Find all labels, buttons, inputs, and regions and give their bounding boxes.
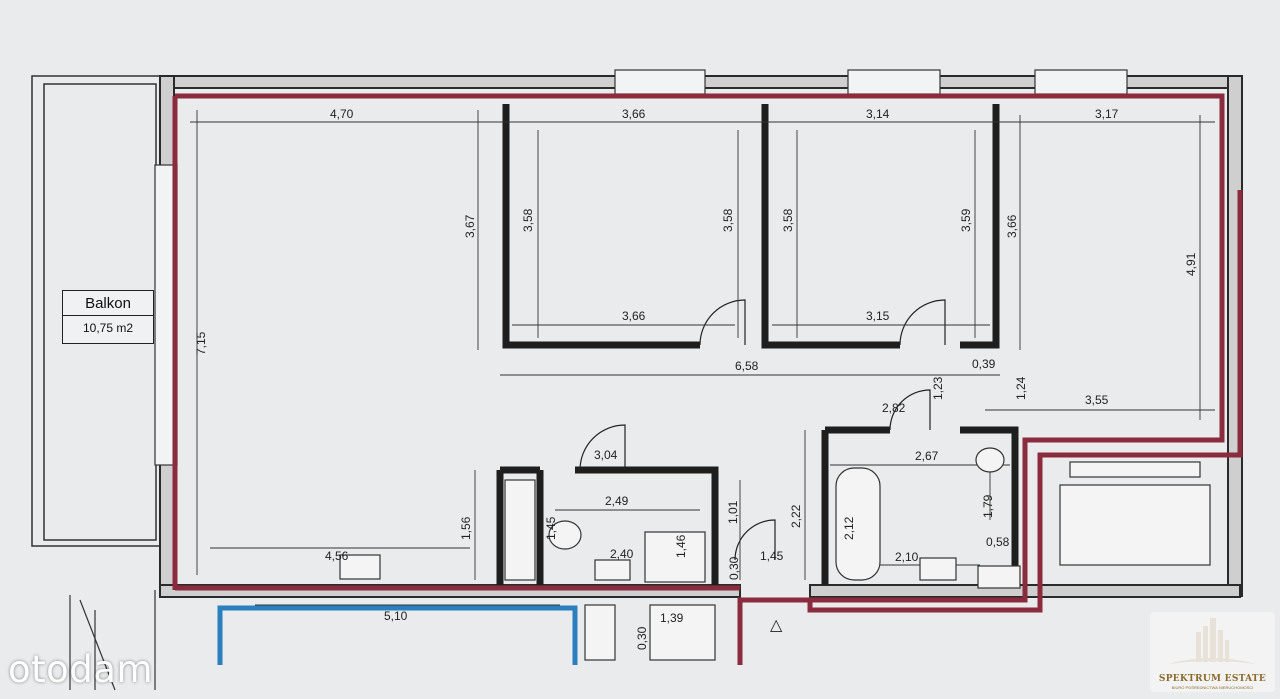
interior-walls [496,104,1019,585]
dim-left-outer: 7,15 [194,331,208,355]
dim-bath-top: 2,67 [915,449,939,463]
dim-right-room-bottom: 3,55 [1085,393,1109,407]
agency-name: SPEKTRUM ESTATE [1158,674,1267,684]
fixtures [339,447,1211,661]
entrance-marker: △ [770,617,783,634]
dim-entry-v: 1,01 [726,500,740,524]
dimension-lines [190,110,1215,606]
dim-bath-w: 2,49 [605,494,629,508]
dim-entry-w: 1,45 [760,549,784,563]
apartment-outline [172,93,1243,665]
basin [594,559,631,581]
dim-basin-w: 2,40 [610,547,634,561]
dim-room2-left: 3,58 [781,208,795,232]
dim-bath-bottom: 2,10 [895,550,919,564]
neighbour-outline [217,605,578,665]
watermark-otodam: otodam [8,648,153,691]
dim-top-c: 3,14 [866,107,890,121]
neighbour-fixture [649,604,716,661]
shaft-block [977,565,1021,589]
dim-room1-left: 3,58 [521,208,535,232]
dim-corridor-h: 3,66 [1005,214,1019,238]
dim-hall-w: 2,82 [882,401,906,415]
bath-basin [919,557,957,581]
wc-shaft [504,479,536,581]
washing-machine [975,447,1005,473]
dim-right-room: 4,91 [1184,252,1198,276]
agency-logo: SPEKTRUM ESTATE BIURO POŚREDNICTWA NIERU… [1150,612,1275,692]
dim-door-w: 3,04 [594,448,618,462]
balcony-area: 10,75 m2 [82,321,134,335]
dim-neighbour-b: 0,30 [635,626,649,650]
dim-small-c: 0,30 [727,556,741,580]
dim-toilet-v2: 1,46 [674,534,688,558]
windows [154,69,1128,466]
neighbour-shaft [584,604,616,661]
dim-top-b: 3,66 [622,107,646,121]
dim-hall-v2: 1,24 [1014,376,1028,400]
dim-bath-v: 2,12 [842,516,856,540]
dim-kitchen-len: 4,56 [325,549,349,563]
balcony-name: Balkon [63,293,153,316]
dim-kitchen-v: 1,56 [459,516,473,540]
dim-top-d: 3,17 [1095,107,1119,121]
dim-neighbour-a: 5,10 [384,609,408,623]
door-swings [579,299,946,561]
dim-room1-right: 3,58 [721,208,735,232]
dim-shaft-small: 0,58 [986,535,1010,549]
dim-rooms-span: 6,58 [735,359,759,373]
dim-toilet-v: 1,45 [544,516,558,540]
dim-room2-right: 3,59 [959,208,973,232]
dim-room1-bottom: 3,66 [622,309,646,323]
dim-top-a: 4,70 [330,107,354,121]
bathtub [835,467,881,581]
dimension-labels: 4,70 3,66 3,14 3,17 7,15 3,67 3,58 3,58 … [194,107,1198,650]
dim-neighbour-c: 1,39 [660,611,684,625]
kitchen-sink [339,554,381,580]
toilet [548,520,582,550]
bed-headboard [1069,461,1201,478]
agency-tagline: BIURO POŚREDNICTWA NIERUCHOMOŚCI [1171,685,1254,690]
dim-room2-bottom: 3,15 [866,309,890,323]
cabinet [644,531,706,583]
dim-shaft-v: 1,79 [981,494,995,518]
dim-hall-v1: 1,23 [931,376,945,400]
balcony-label: Balkon 10,75 m2 [62,290,154,344]
dim-left-inner: 3,67 [463,214,477,238]
dim-wc-v: 2,22 [789,504,803,528]
lower-left-lines [69,590,156,691]
dim-small-a: 0,39 [972,357,996,371]
bed [1059,484,1211,566]
